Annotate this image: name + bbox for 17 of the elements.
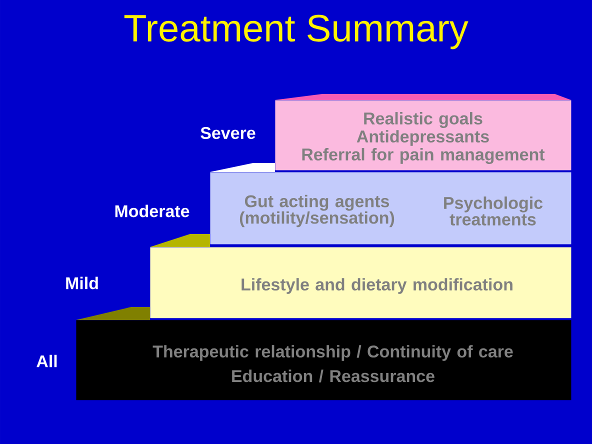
block-text: Realistic goals	[364, 112, 482, 128]
step-block	[275, 94, 572, 170]
block-text: Education / Reassurance	[232, 370, 434, 382]
level-label: All	[36, 354, 57, 368]
level-label: Severe	[200, 126, 256, 140]
title: Treatment Summary	[124, 14, 468, 50]
block-text: Psychologic treatments	[444, 196, 543, 226]
block-text: Therapeutic relationship / Continuity of care	[152, 345, 513, 361]
block-text: Lifestyle and dietary modification	[242, 278, 512, 294]
block-text: Antidepressants	[356, 130, 489, 146]
step-block	[76, 307, 572, 400]
step-block	[210, 163, 572, 244]
level-label: Moderate	[115, 204, 190, 218]
block-text: Gut acting agents (motility/sensation)	[240, 194, 394, 228]
level-label: Mild	[66, 276, 98, 290]
block-text: Referral for pain management	[302, 148, 545, 164]
step-block	[150, 234, 572, 318]
